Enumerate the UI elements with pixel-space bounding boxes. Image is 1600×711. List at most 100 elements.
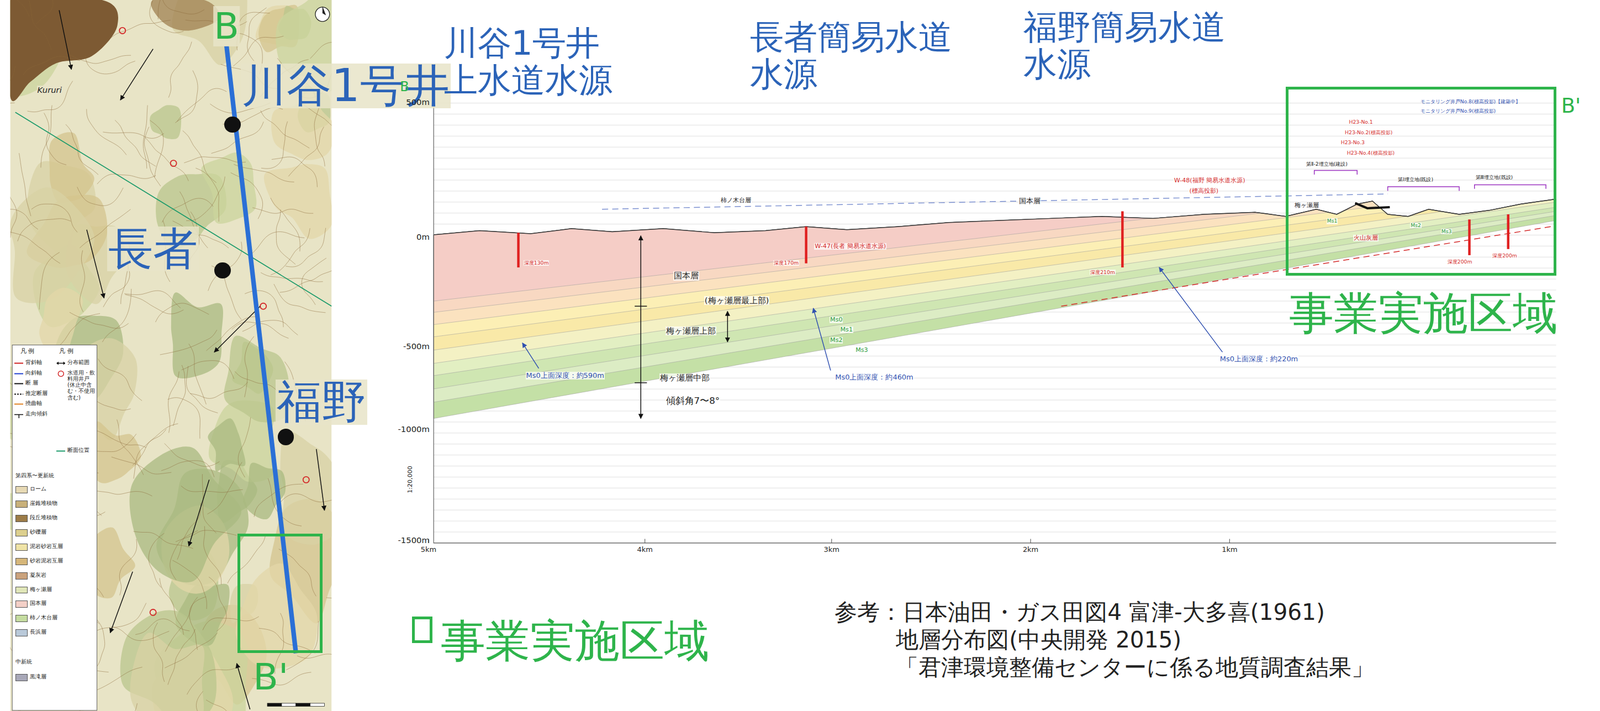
grid-line [433, 509, 1556, 511]
contour-line [85, 55, 136, 75]
legend-circle [57, 370, 64, 377]
well-heading: 川谷1号井 上水道水源 [444, 24, 633, 99]
geology-patch [201, 152, 257, 224]
contour-line [177, 502, 202, 560]
legend-symbol [14, 370, 24, 378]
contour-line [175, 530, 237, 542]
legend-line [57, 362, 65, 364]
legend-item: 背斜軸 [14, 358, 42, 367]
legend-item: 断面位置 [56, 446, 90, 455]
section-index-line [15, 112, 332, 306]
legend-text: 断 層 [25, 379, 39, 386]
strike-arrow [316, 449, 325, 511]
strata-band [433, 198, 1556, 419]
formation-label: 梅ヶ瀬層中部 [659, 373, 711, 383]
contour-line [271, 156, 318, 188]
strata-band [433, 198, 1556, 350]
contour-line [31, 203, 78, 232]
well-id: W-47(長者 簡易水道水源) [814, 243, 887, 250]
legend-text: 長浜層 [29, 628, 47, 635]
legend-swatch [15, 673, 28, 681]
strata-band [433, 198, 1556, 363]
contour-line [80, 250, 86, 313]
grid-line [433, 135, 1556, 137]
geology-patch [280, 430, 332, 545]
distance-tick: 2km [1022, 545, 1039, 554]
geology-patch [271, 91, 332, 161]
legend-swatch [15, 572, 28, 580]
well-id: (標高投影) [1188, 187, 1219, 195]
geology-patch [207, 418, 246, 472]
strike-arrow [188, 479, 210, 546]
legend-item: 柿ノ木台層 [15, 614, 58, 622]
strike-arrow [86, 229, 104, 299]
contour-line [310, 31, 332, 59]
strike-arrow [236, 663, 251, 710]
legend-text: 崖錐堆積物 [29, 499, 58, 506]
contour-line [9, 209, 38, 230]
contour-line [9, 65, 15, 126]
reference-note: 地層分布図(中央開発 2015) [895, 627, 1182, 653]
well-label: 福野 [275, 379, 368, 425]
landfill-body [1355, 203, 1391, 209]
contour-line [208, 241, 242, 292]
contour-line [181, 360, 235, 379]
legend-item: 砂岩泥岩互層 [15, 557, 63, 565]
legend-item: 事業実施区域 [412, 616, 710, 666]
contour-line [133, 429, 167, 479]
contour-line [144, 136, 189, 181]
legend-text: ローム [29, 485, 47, 492]
contour-line [40, 105, 52, 168]
well-label: 長者 [107, 226, 199, 272]
legend-symbol [56, 447, 66, 455]
contour-line [161, 460, 215, 478]
legend-item: 梅ヶ瀬層 [15, 585, 52, 594]
contour-line [144, 127, 161, 187]
contour-line [260, 110, 310, 149]
legend-text: 水道用・飲料用井戸(休止中含む・不使用含む) [67, 369, 97, 401]
formation-label: 梅ヶ瀬層 [1294, 202, 1320, 209]
contour-line [86, 108, 127, 155]
depth-note: Ms0上面深度：約460m [834, 373, 914, 382]
north-arrow-needle [322, 6, 326, 16]
legend-item: ローム [15, 485, 47, 494]
legend-item: 分布範囲 [56, 358, 90, 367]
contour-line [90, 489, 153, 496]
legend-item: 水道用・飲料用井戸(休止中含む・不使用含む) [56, 369, 97, 401]
depth-label: 深度200m [1491, 252, 1518, 259]
legend-item: 国本層 [15, 599, 47, 608]
grid-line [433, 432, 1556, 433]
strata-band [433, 198, 1556, 302]
elevation-tick: -1500m [398, 535, 430, 545]
map-legend-box [12, 344, 97, 710]
strata-band [433, 198, 1556, 337]
grid-line [433, 212, 1556, 214]
contour-line [276, 209, 296, 264]
contour-line [124, 290, 181, 308]
place-name: Kururi [37, 85, 63, 95]
contour-line [187, 211, 200, 271]
legend-text: 段丘堆積物 [29, 514, 58, 521]
legend-text: 撓曲軸 [25, 399, 42, 406]
legend-swatch [15, 614, 28, 622]
well-id: W-48(福野 簡易水道水源) [1173, 177, 1246, 184]
contour-line [179, 191, 208, 248]
scaled-art [0, 0, 1557, 711]
distance-tick: 1km [1221, 545, 1238, 554]
section-end-label: B' [1561, 94, 1582, 118]
legend-symbol [56, 359, 66, 367]
contour-line [149, 0, 184, 33]
depth-label: 深度130m [523, 260, 550, 266]
contour-line [244, 290, 284, 327]
formation-label: 国本層 [673, 271, 700, 281]
legend-line [14, 372, 24, 374]
contour-line [159, 578, 184, 636]
contour-line [202, 616, 260, 630]
contour-line [175, 70, 198, 124]
contour-line [167, 397, 201, 439]
scale-bar [310, 703, 325, 707]
depth-leader [522, 342, 540, 369]
grid-line [433, 399, 1556, 401]
fault-dashed [1060, 226, 1551, 306]
marker-bed: Ms3 [854, 346, 869, 354]
